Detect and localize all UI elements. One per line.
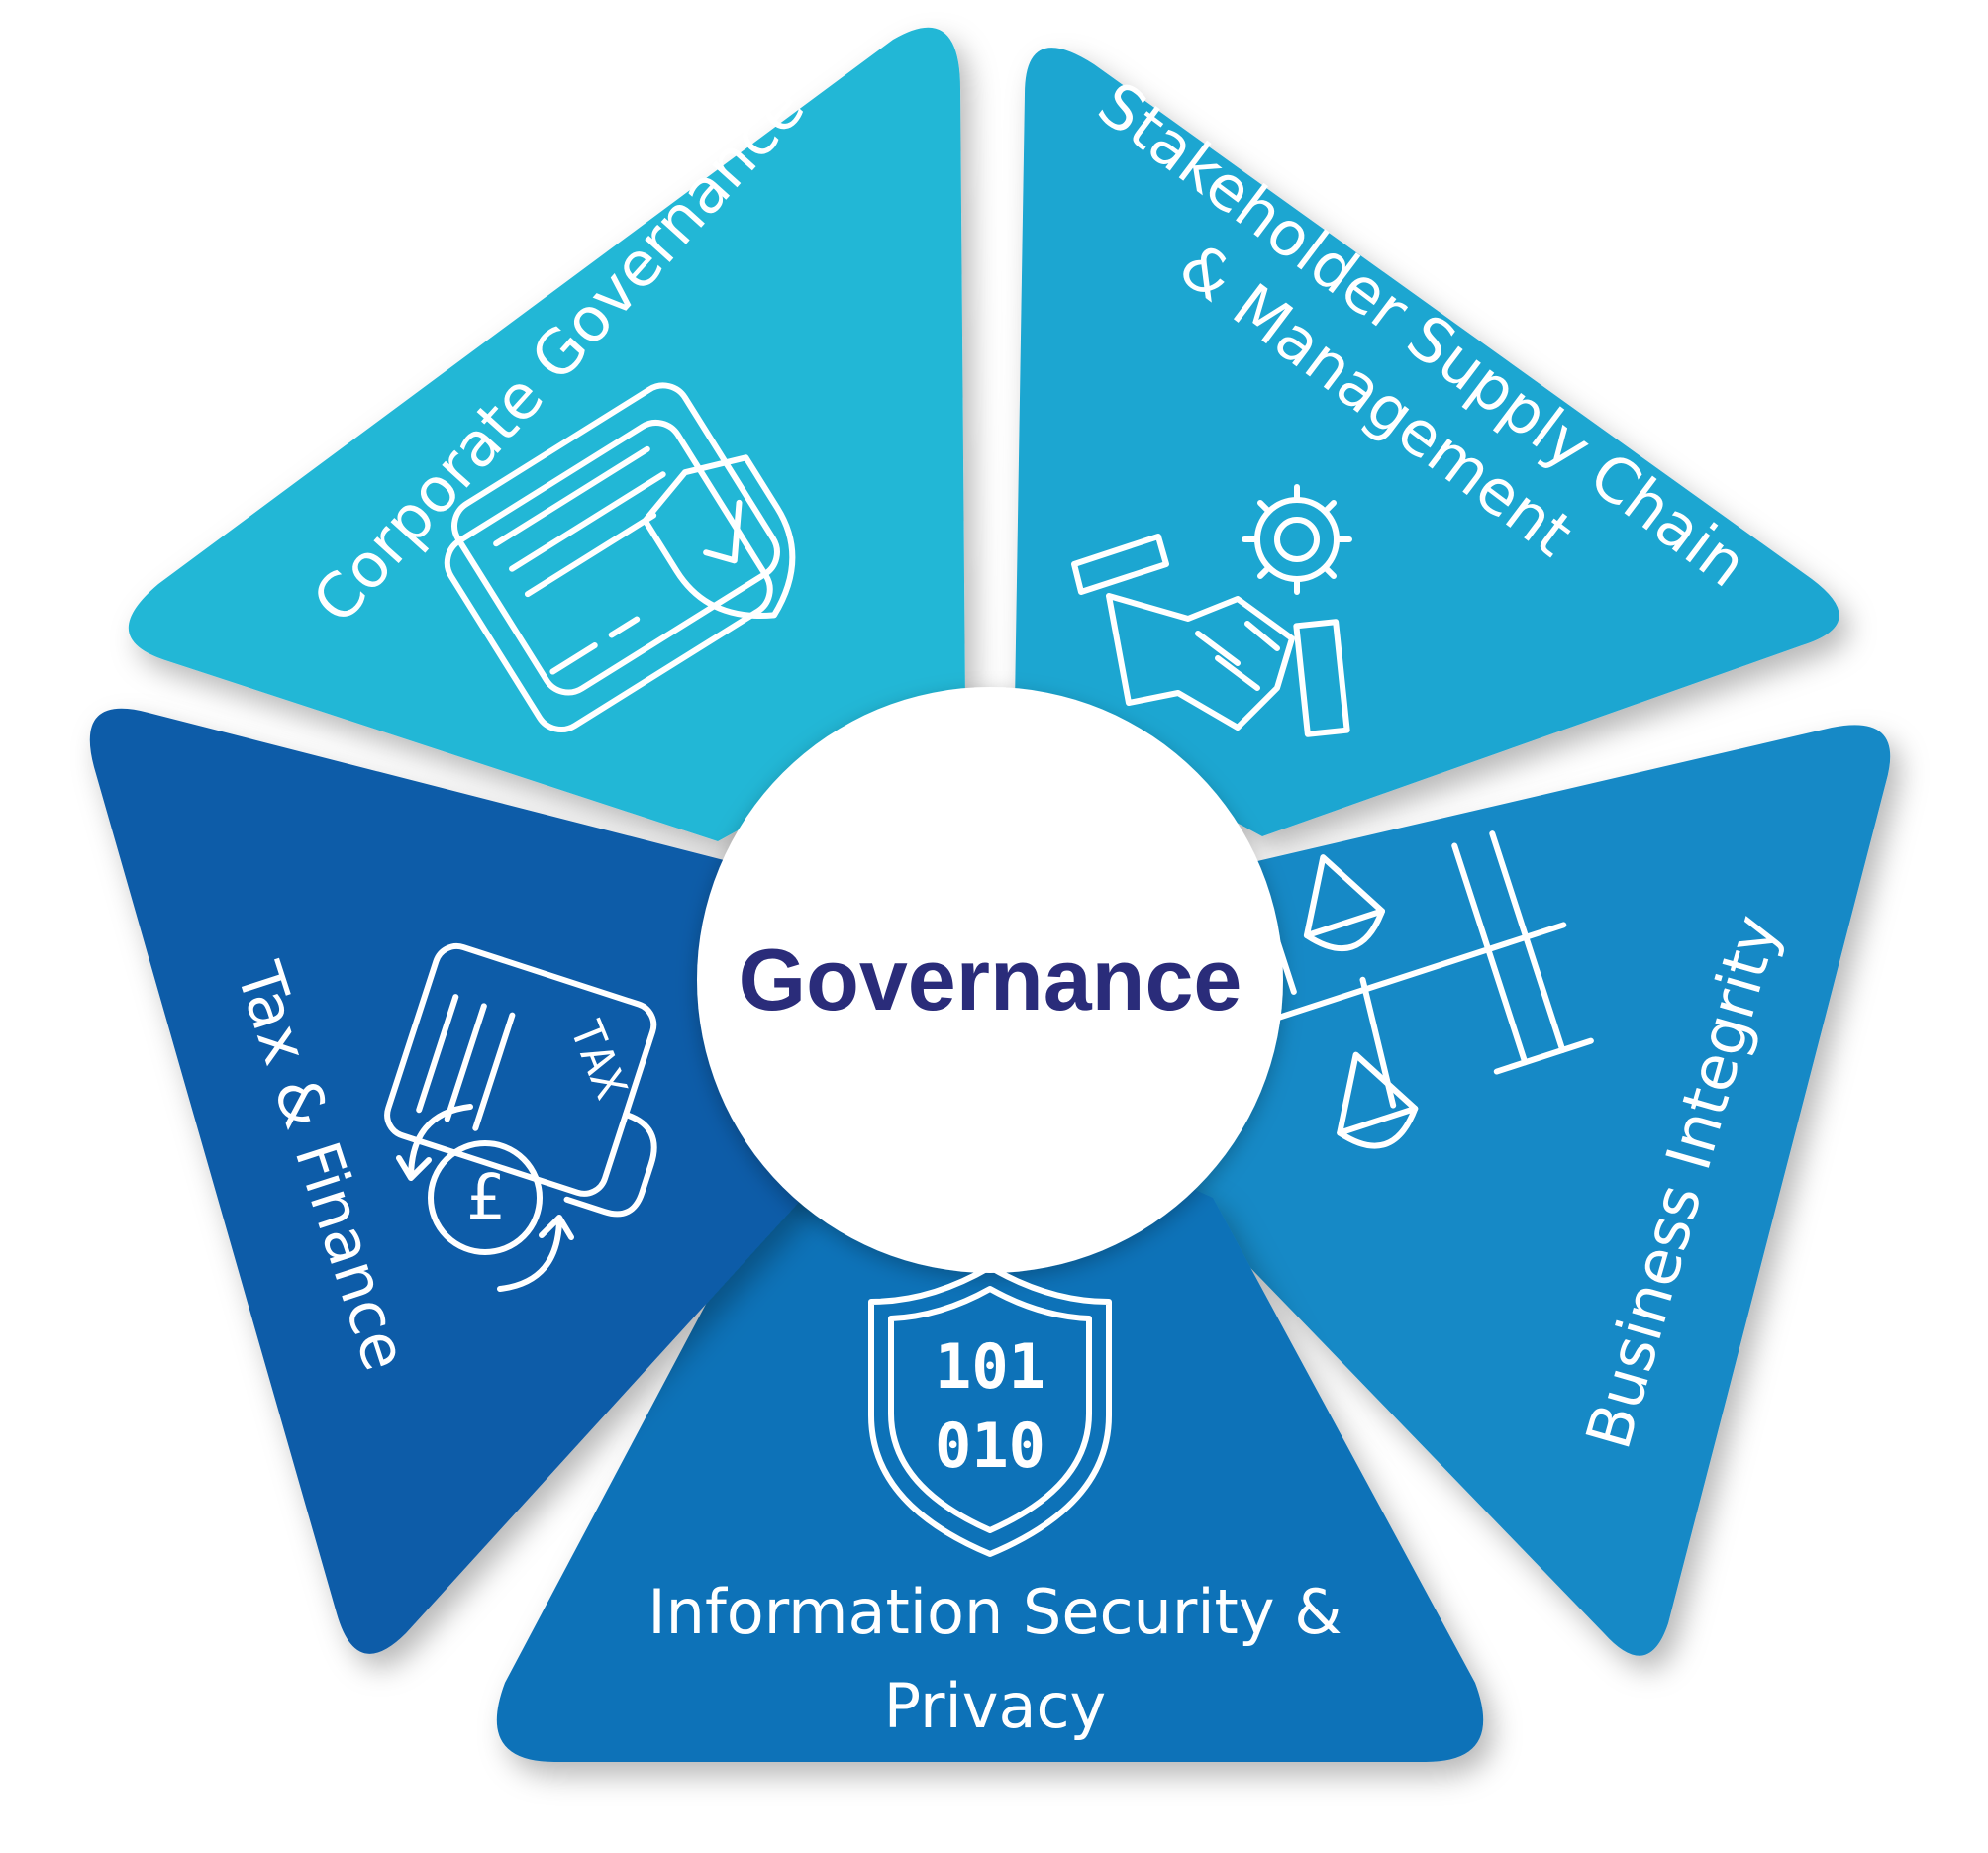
document-shield-check-icon [444, 382, 796, 732]
binary-shield-icon: 101 010 [868, 1264, 1112, 1557]
segment-label-infosec-line-1: Information Security & [647, 1576, 1342, 1648]
binary-row-2: 010 [935, 1410, 1045, 1482]
segment-business-integrity [1173, 725, 1891, 1656]
binary-row-1: 101 [935, 1330, 1045, 1403]
segment-information-security [496, 1173, 1484, 1762]
segment-tax-finance [89, 708, 812, 1654]
handshake-gear-icon [1071, 484, 1352, 737]
center-label: Governance [739, 930, 1242, 1028]
segment-corporate-governance [128, 27, 966, 841]
center-circle [697, 687, 1283, 1273]
segment-label-infosec-line-2: Privacy [884, 1670, 1106, 1742]
pound-symbol: £ [466, 1162, 505, 1235]
segment-stakeholder-supply-chain [1015, 48, 1839, 836]
balance-scale-icon [1244, 830, 1594, 1149]
